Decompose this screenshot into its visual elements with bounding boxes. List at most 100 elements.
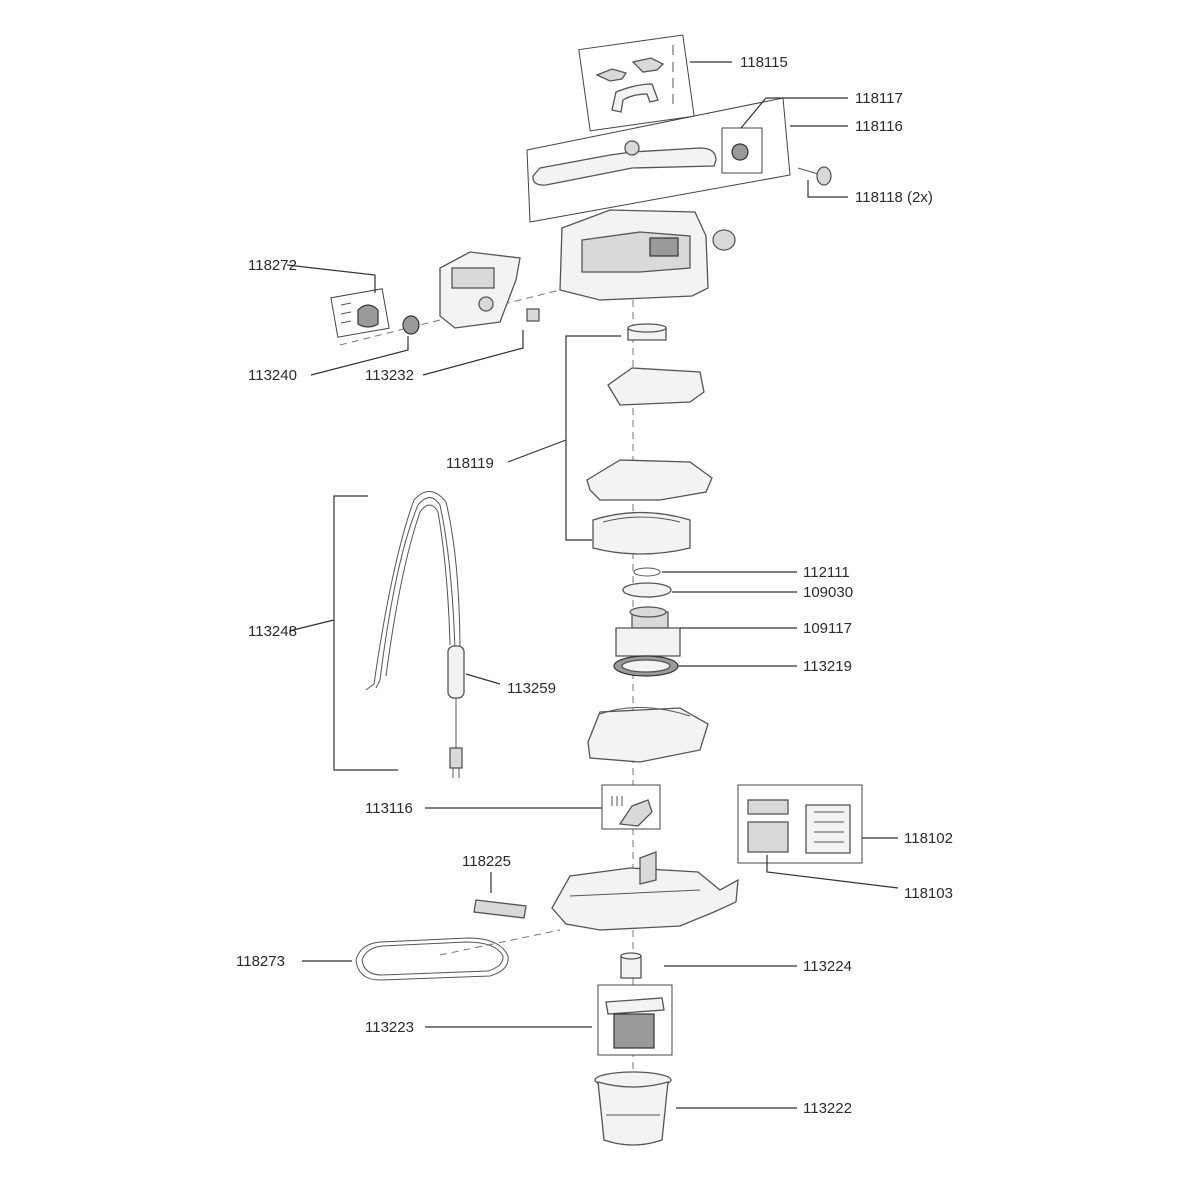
cord-wire-end-2: [375, 679, 381, 689]
leader-118118: [807, 180, 848, 198]
label-112111: 112111: [803, 564, 850, 581]
part-118118-knob: [797, 166, 832, 186]
cover-lower: [586, 459, 713, 501]
bottom-housing-spout: [639, 851, 657, 885]
label-113248: 113248: [248, 623, 297, 640]
part-118116-handle-frame: [526, 97, 791, 223]
bracket-right: [631, 57, 665, 73]
nozzle-piece: [618, 799, 653, 827]
leader-113248: [288, 619, 335, 632]
leader-118272: [286, 264, 376, 293]
part-109117-motor: [615, 606, 681, 657]
label-109030: 109030: [803, 584, 853, 601]
cord-loop-3: [385, 504, 451, 677]
gasket-axis-line: [439, 929, 561, 956]
handle-lock: [731, 143, 749, 161]
label-118225: 118225: [462, 853, 511, 870]
label-118117: 118117: [855, 90, 903, 107]
cover-sleeve-inner: [602, 516, 681, 523]
leader-118117: [740, 97, 848, 129]
filter-foam-2: [747, 821, 789, 853]
panel-body: [439, 251, 521, 329]
kit-box-118115: [578, 34, 695, 132]
leader-118119: [507, 439, 567, 463]
cover-ring-top: [627, 323, 667, 333]
label-109117: 109117: [803, 620, 852, 637]
switch-module: [357, 304, 379, 328]
label-118102: 118102: [904, 830, 953, 847]
part-113224-sleeve-top: [620, 952, 642, 960]
label-118116: 118116: [855, 118, 903, 135]
part-113240-rotary-knob: [402, 315, 420, 335]
part-118225-foam-strip: [473, 899, 527, 919]
cover-upper: [607, 367, 705, 406]
label-118103: 118103: [904, 885, 953, 902]
base-shell-rim: [599, 707, 691, 717]
handle-clip: [624, 140, 640, 156]
part-118119-motor-cover: [586, 323, 713, 555]
label-113224: 113224: [803, 958, 852, 975]
part-113223-filter-basket: [597, 984, 673, 1056]
basket-rim: [605, 997, 665, 1015]
leader-118103: [766, 855, 899, 889]
cord-wire-end-1: [365, 683, 375, 691]
part-118272-switch-kit: [330, 288, 390, 338]
part-113219-gasket-inner: [621, 659, 671, 673]
leader-113232: [422, 330, 524, 376]
switch-screw-3: [340, 320, 352, 324]
motor-cap: [629, 606, 667, 618]
label-118272: 118272: [248, 257, 297, 274]
part-113259-inline-switch: [447, 645, 465, 699]
label-113219: 113219: [803, 658, 852, 675]
cord-plug: [449, 747, 463, 769]
bottom-housing-body: [551, 867, 739, 931]
label-113116: 113116: [365, 800, 413, 817]
label-113222: 113222: [803, 1100, 852, 1117]
label-113259: 113259: [507, 680, 556, 697]
filter-cartridge: [805, 804, 851, 854]
carry-handle-bar: [532, 147, 717, 186]
part-113116-nozzle-kit: [601, 784, 661, 830]
part-118273-gasket-ring: [355, 937, 509, 981]
filter-foam-1: [747, 799, 789, 815]
motor-body: [615, 627, 681, 657]
bracket-113248: [333, 495, 398, 771]
basket-mesh: [613, 1013, 655, 1049]
part-motor-base-shell: [587, 707, 709, 763]
part-109030-seal: [622, 582, 672, 598]
bracket-118119: [565, 335, 621, 541]
switch-screw-2: [340, 311, 352, 315]
knob-head: [816, 166, 832, 186]
label-118115: 118115: [740, 54, 788, 71]
label-118273: 118273: [236, 953, 285, 970]
cup-body: [597, 1081, 669, 1146]
bottom-housing-rib: [569, 889, 701, 897]
cord-loop-1: [379, 497, 456, 681]
part-control-panel: [439, 251, 521, 329]
panel-display: [451, 267, 495, 289]
part-bottom-housing: [551, 851, 739, 931]
panel-dial: [478, 296, 494, 312]
part-113222-collection-cup: [594, 1071, 672, 1146]
part-113248-power-cord: [365, 491, 465, 778]
part-118273-gasket-ring-inner: [361, 941, 504, 976]
cord-loop-2: [373, 491, 461, 685]
side-knob: [712, 229, 736, 251]
label-118118: 118118 (2x): [855, 189, 933, 206]
label-113223: 113223: [365, 1019, 414, 1036]
part-118115-handle-kit: [578, 34, 695, 132]
part-112111-oring: [633, 567, 661, 577]
part-113232-connector: [526, 308, 540, 322]
part-118102-filter-kit: [737, 784, 863, 864]
housing-port: [649, 237, 679, 257]
label-113232: 113232: [365, 367, 414, 384]
label-118119: 118119: [446, 455, 494, 472]
switch-screw-1: [340, 302, 352, 306]
leader-113259: [465, 673, 501, 685]
bracket-left: [595, 68, 628, 82]
part-motor-housing-top: [559, 209, 736, 301]
leader-113240: [310, 336, 409, 376]
knob-shaft: [797, 167, 819, 175]
label-113240: 113240: [248, 367, 297, 384]
